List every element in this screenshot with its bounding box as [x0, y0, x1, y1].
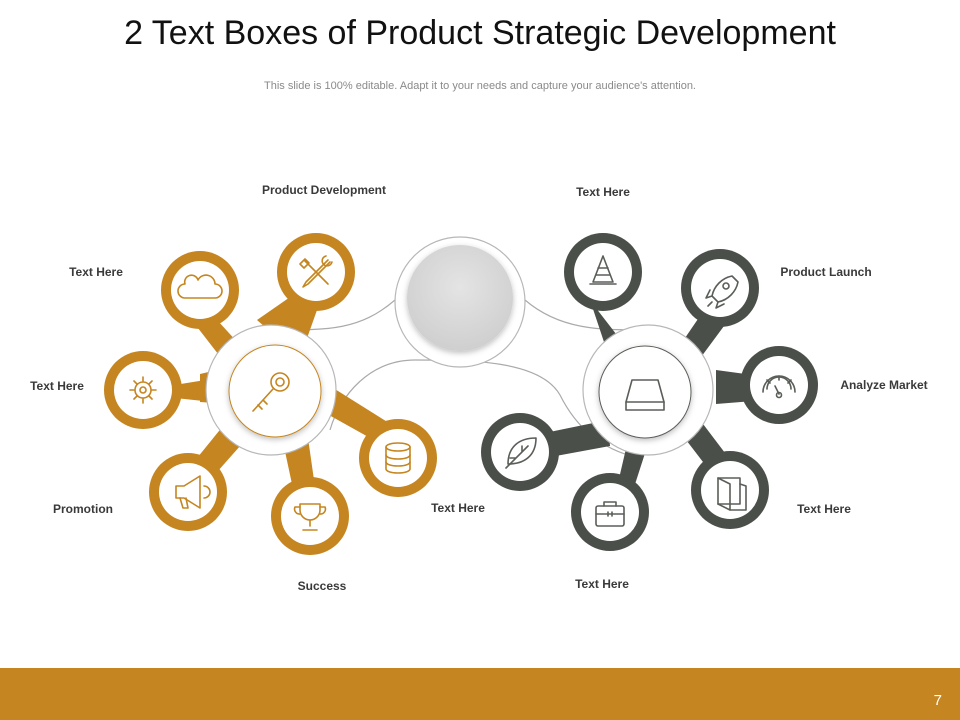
right-cluster	[481, 233, 818, 551]
cone-icon	[589, 255, 617, 285]
leaf-icon	[505, 437, 537, 469]
page-number: 7	[933, 692, 942, 709]
slide-title: 2 Text Boxes of Product Strategic Develo…	[124, 14, 836, 52]
label-right-text-2: Text Here	[797, 502, 851, 516]
label-success: Success	[297, 579, 347, 593]
label-promotion: Promotion	[53, 502, 113, 516]
footer-bar: 7	[0, 668, 960, 720]
label-right-text-1: Text Here	[576, 185, 630, 199]
trophy-icon	[293, 503, 327, 531]
label-analyze-market: Analyze Market	[840, 378, 928, 392]
center-hub-circle	[407, 245, 513, 351]
label-right-text-3: Text Here	[575, 577, 629, 591]
gauge-icon	[762, 375, 796, 399]
key-icon	[252, 372, 290, 412]
label-product-development: Product Development	[261, 183, 387, 197]
connector-wave	[274, 236, 646, 459]
briefcase-icon	[595, 501, 625, 527]
wallet-icon	[717, 477, 747, 511]
label-left-text-1: Text Here	[69, 265, 123, 279]
label-left-text-2: Text Here	[30, 379, 84, 393]
gear-icon	[129, 376, 157, 404]
label-left-text-3: Text Here	[431, 501, 485, 515]
label-product-launch: Product Launch	[780, 265, 872, 279]
tools-icon	[299, 255, 333, 288]
megaphone-icon	[175, 475, 211, 509]
left-cluster	[104, 233, 437, 555]
rocket-icon	[705, 275, 739, 309]
cloud-icon	[177, 274, 223, 299]
slide-subtitle: This slide is 100% editable. Adapt it to…	[264, 80, 696, 92]
database-icon	[385, 442, 411, 474]
inbox-icon	[625, 379, 665, 411]
